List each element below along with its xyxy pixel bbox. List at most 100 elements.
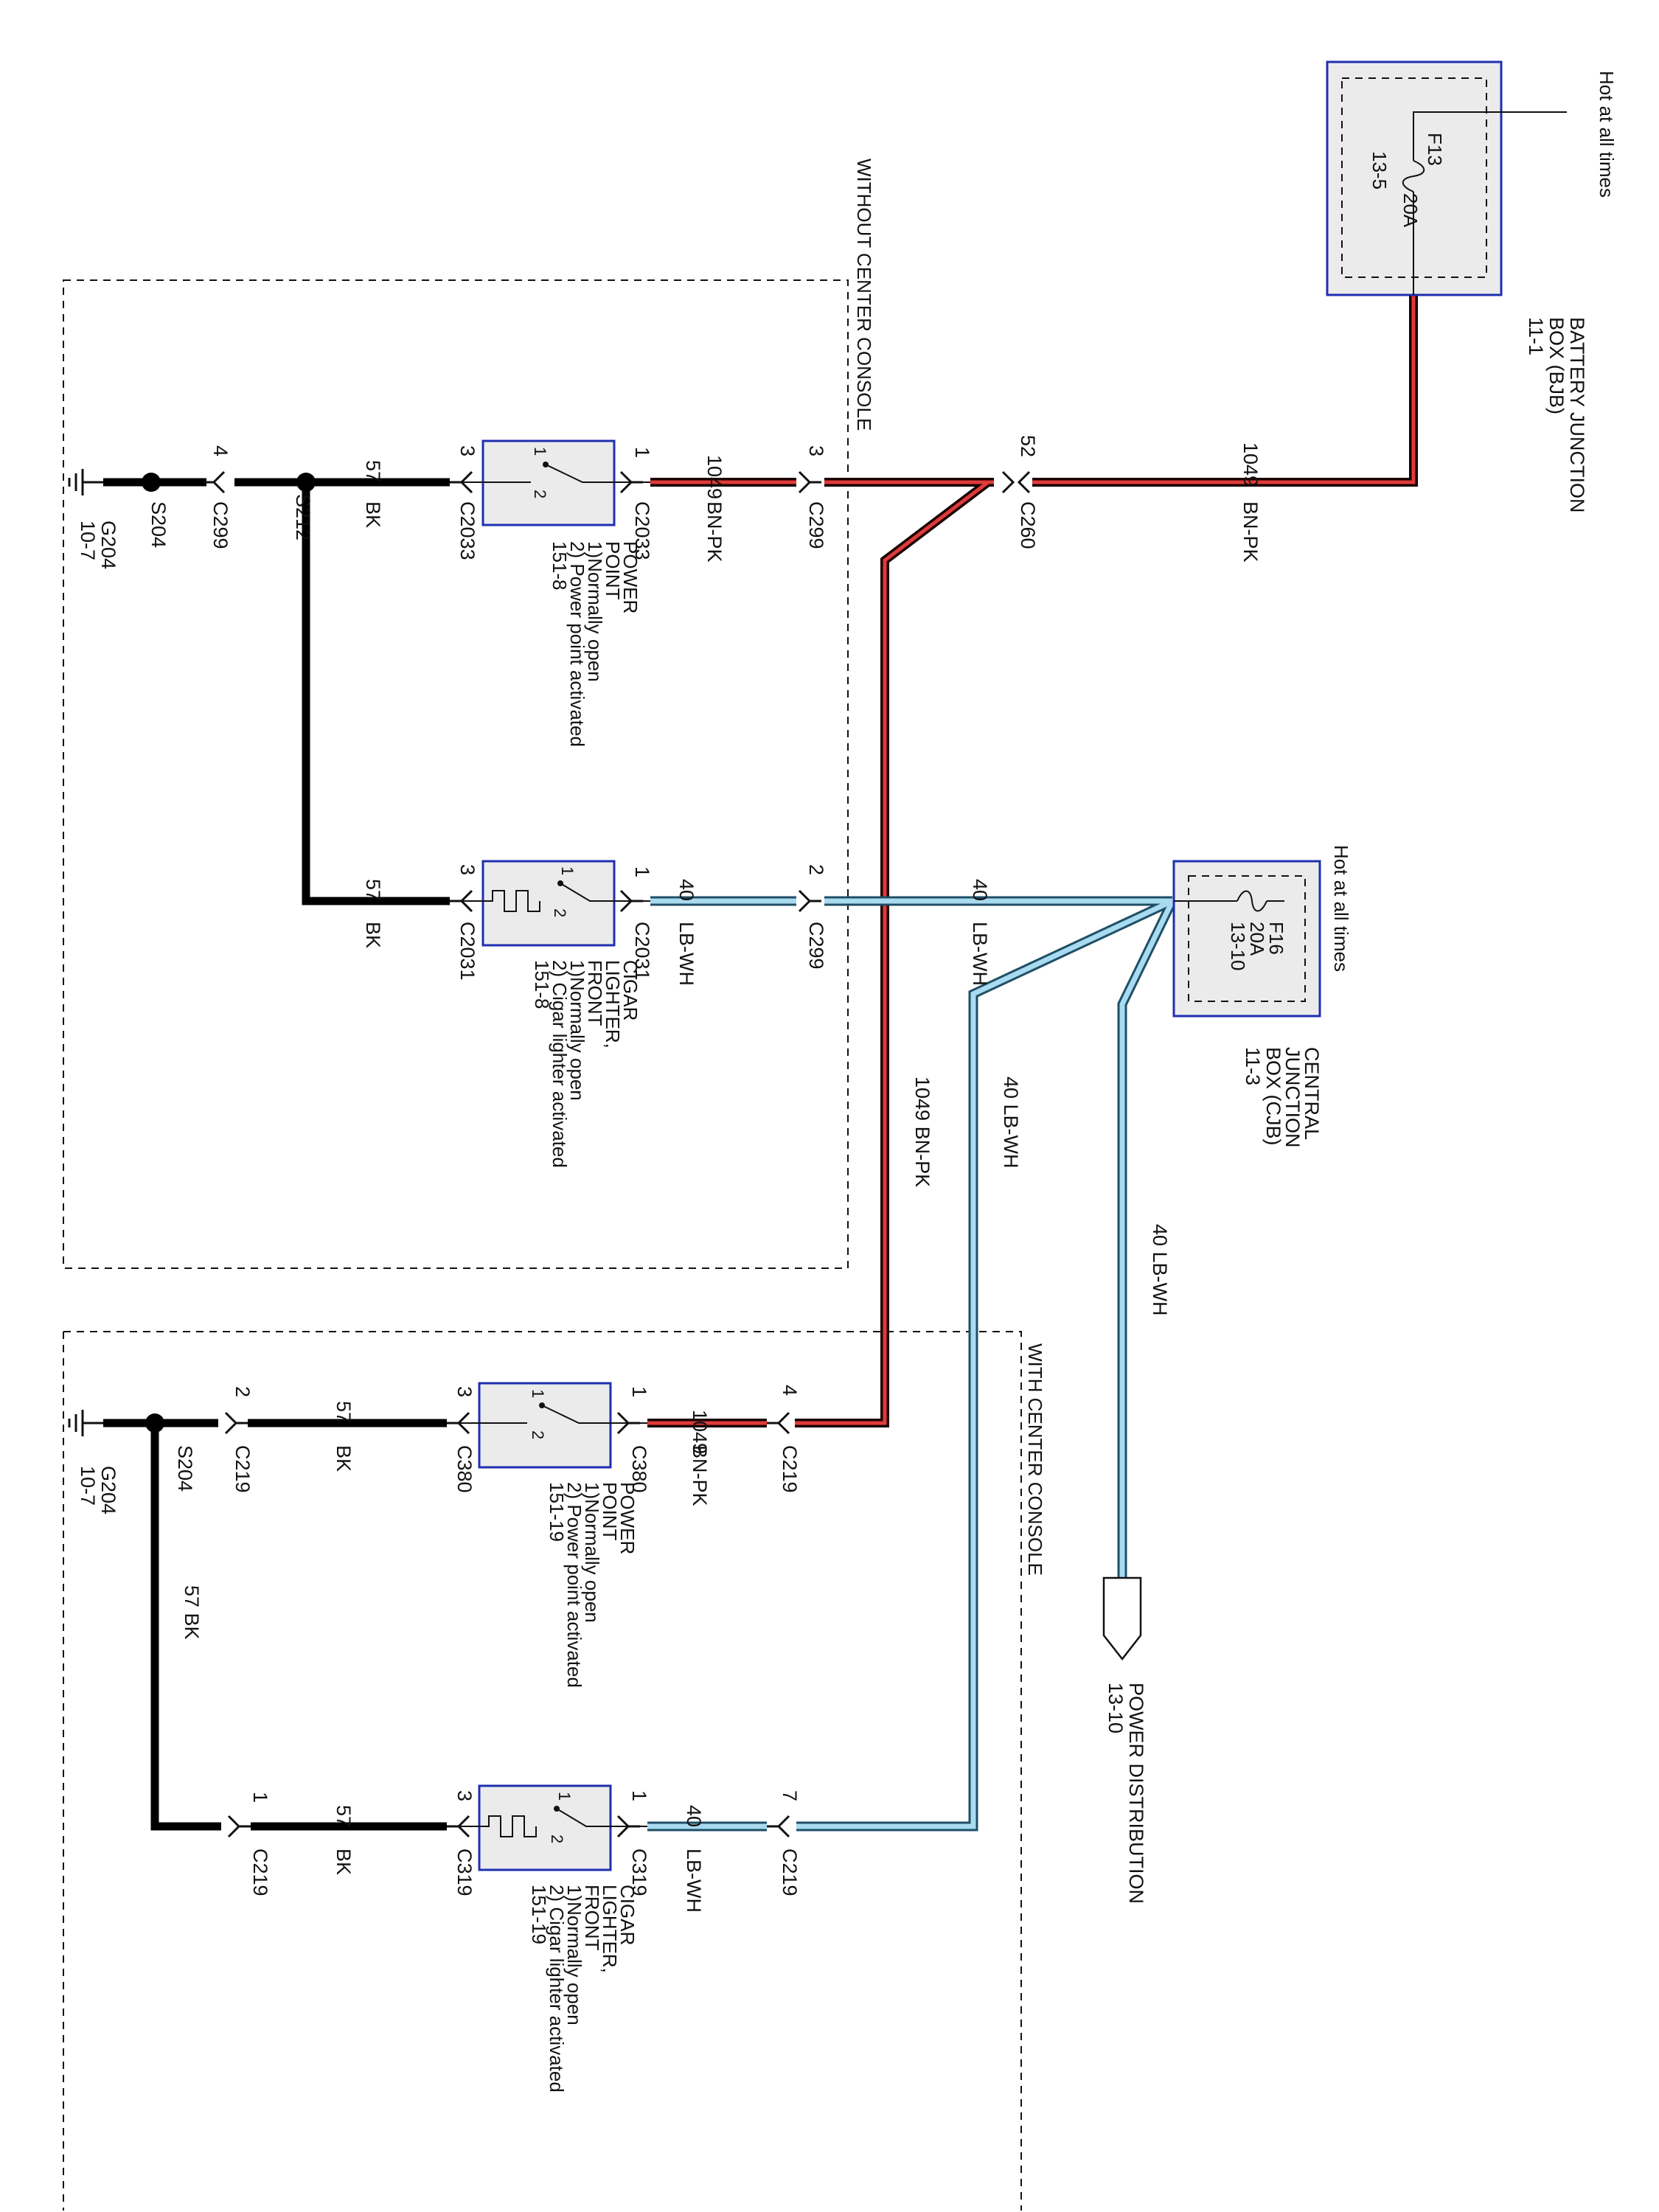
label-c380-pin3: 3 xyxy=(453,1386,476,1397)
label-57-bottom: 57 xyxy=(333,1401,355,1423)
cjb-hot-label: Hot at all times xyxy=(1330,845,1352,972)
connector-c319-1-icon xyxy=(616,1815,640,1838)
label-c299-pin4: 4 xyxy=(209,445,232,456)
pp-bot-line4: 2) Power point activated xyxy=(563,1482,585,1688)
label-c219-bottom-left: C219 xyxy=(249,1848,271,1896)
bjb-fuse-rating: 20A xyxy=(1399,193,1422,228)
labels-third-row: 1049 BN-PK 4 C219 1 C380 3 C380 57 BK 2 … xyxy=(77,1385,801,1514)
label-c2031-pin1: 1 xyxy=(631,866,653,877)
label-bk-top: BK xyxy=(362,501,384,528)
bjb-fuse-ref: 13-5 xyxy=(1368,151,1391,189)
power-point-top: 1 2 POWER POINT 1)Normally open 2) Power… xyxy=(450,439,650,747)
connector-c219-4-icon xyxy=(767,1411,790,1435)
region-label-with: WITH CENTER CONSOLE xyxy=(1024,1343,1046,1576)
cjb-name-1: CENTRAL xyxy=(1301,1047,1323,1140)
label-bn-pk-bottom: BN-PK xyxy=(689,1445,711,1506)
connector-c319-3-icon xyxy=(447,1815,470,1838)
bjb-name-1: BATTERY JUNCTION xyxy=(1566,317,1588,513)
cigar-lighter-bottom: 1 2 CIGAR LIGHTER, FRONT 1)Normally open… xyxy=(447,1784,647,2093)
cjb-fuse-rating: 20A xyxy=(1246,922,1268,956)
ground-top-icon xyxy=(68,469,103,495)
power-distribution-arrow-icon xyxy=(1102,1576,1142,1661)
label-c299-mid: C299 xyxy=(805,922,827,970)
label-c219-pin7: 7 xyxy=(779,1790,801,1801)
pp-top-pin2: 2 xyxy=(531,490,549,498)
cjb-name-2: JUNCTION xyxy=(1281,1047,1304,1148)
cl-bot-line4: 1)Normally open xyxy=(563,1885,585,2025)
fuse-f16-icon xyxy=(1237,890,1267,912)
connector-c380-1-icon xyxy=(616,1411,640,1435)
connector-c380-3-icon xyxy=(447,1411,470,1435)
label-c219-bottom-right: C219 xyxy=(779,1848,801,1896)
label-c319-pin3: 3 xyxy=(453,1790,476,1801)
pp-top-line3: 1)Normally open xyxy=(584,541,606,682)
cl-bot-line1: CIGAR xyxy=(616,1885,639,1945)
label-vertical-40: 40 LB-WH xyxy=(1000,1077,1022,1169)
label-c2033-right: C2033 xyxy=(631,501,653,560)
connector-c2033-1-icon xyxy=(619,470,643,494)
bjb-hot-label: Hot at all times xyxy=(1596,71,1618,198)
connector-symbols xyxy=(204,470,1031,1838)
cjb-fuse-name: F16 xyxy=(1265,922,1287,955)
label-lb-wh-right: LB-WH xyxy=(969,922,991,986)
label-c219-right: C219 xyxy=(779,1445,801,1493)
fuse-f13-icon xyxy=(1402,160,1425,192)
label-c2031-pin3: 3 xyxy=(456,864,479,875)
label-40-left: 40 xyxy=(675,879,698,901)
cl-top-line2: LIGHTER, xyxy=(602,960,624,1048)
power-point-bottom: 1 2 POWER POINT 1)Normally open 2) Power… xyxy=(447,1382,647,1688)
pp-top-line5: 151-8 xyxy=(549,541,571,591)
pp-bot-line1: POWER xyxy=(616,1482,639,1554)
connector-c219-1-icon xyxy=(227,1815,251,1838)
label-1049-left: 1049 xyxy=(703,455,726,499)
connector-c219-7-icon xyxy=(767,1815,790,1838)
label-s204-top: S204 xyxy=(147,501,170,548)
label-lb-wh-left: LB-WH xyxy=(675,922,698,986)
label-40-right: 40 xyxy=(969,879,991,901)
labels-second-row: 40 LB-WH 40 LB-WH 2 C299 1 C2031 3 C2031… xyxy=(362,864,991,986)
wire-1049-bn-pk xyxy=(647,295,1418,1427)
label-c319-pin1: 1 xyxy=(628,1790,650,1801)
label-bk-bottom-2: BK xyxy=(333,1848,355,1875)
cl-top-line5: 2) Cigar lighter activated xyxy=(549,960,571,1168)
connector-c299-4-icon xyxy=(204,470,226,494)
label-g204-ref-bottom: 10-7 xyxy=(77,1466,99,1506)
label-g204-bottom: G204 xyxy=(97,1466,119,1514)
bjb-fuse-name: F13 xyxy=(1424,133,1446,166)
pp-bot-pin2: 2 xyxy=(529,1430,547,1439)
label-c260: C260 xyxy=(1017,501,1039,549)
label-bn-pk-left: BN-PK xyxy=(703,501,726,563)
pp-bot-line3: 1)Normally open xyxy=(581,1482,603,1623)
wire-40-lb-wh xyxy=(647,896,1177,1832)
label-1049-bottom: 1049 xyxy=(689,1410,711,1454)
connector-c2031-1-icon xyxy=(619,889,643,913)
label-c219-pin1: 1 xyxy=(249,1792,271,1803)
pp-top-line1: POWER xyxy=(619,541,641,613)
cl-bot-line2: LIGHTER, xyxy=(599,1885,621,1973)
cl-bot-pin1: 1 xyxy=(555,1792,574,1801)
label-c2031-right: C2031 xyxy=(631,922,653,981)
pp-bot-pin1: 1 xyxy=(529,1389,547,1398)
cl-top-pin1: 1 xyxy=(558,866,577,875)
connector-c2033-3-icon xyxy=(450,470,473,494)
label-c299-pin2: 2 xyxy=(805,864,827,875)
power-distribution: POWER DISTRIBUTION 13-10 xyxy=(1102,1576,1147,1904)
battery-junction-box: F13 20A 13-5 Hot at all times BATTERY JU… xyxy=(1326,60,1618,513)
bjb-name-2: BOX (BJB) xyxy=(1545,317,1568,414)
label-1049-right: 1049 xyxy=(1239,442,1262,487)
central-junction-box: F16 20A 13-10 Hot at all times CENTRAL J… xyxy=(1172,845,1352,1148)
pp-top-line2: POINT xyxy=(602,541,624,600)
region-with-center-console: WITH CENTER CONSOLE xyxy=(63,1331,1046,2211)
label-vertical-1049: 1049 BN-PK xyxy=(911,1077,933,1187)
label-c2033-pin3: 3 xyxy=(456,445,479,456)
wire-57-bk xyxy=(103,478,450,1831)
pp-top-pin1: 1 xyxy=(531,447,549,456)
bjb-ref: 11-1 xyxy=(1525,317,1547,355)
label-bn-pk-right: BN-PK xyxy=(1239,501,1262,563)
cl-bot-line5: 2) Cigar lighter activated xyxy=(546,1885,568,2093)
cl-bot-pin2: 2 xyxy=(548,1834,566,1843)
label-s212: S212 xyxy=(292,494,314,540)
label-57-mid: 57 xyxy=(362,879,384,901)
label-lb-wh-bottom: LB-WH xyxy=(683,1848,705,1913)
